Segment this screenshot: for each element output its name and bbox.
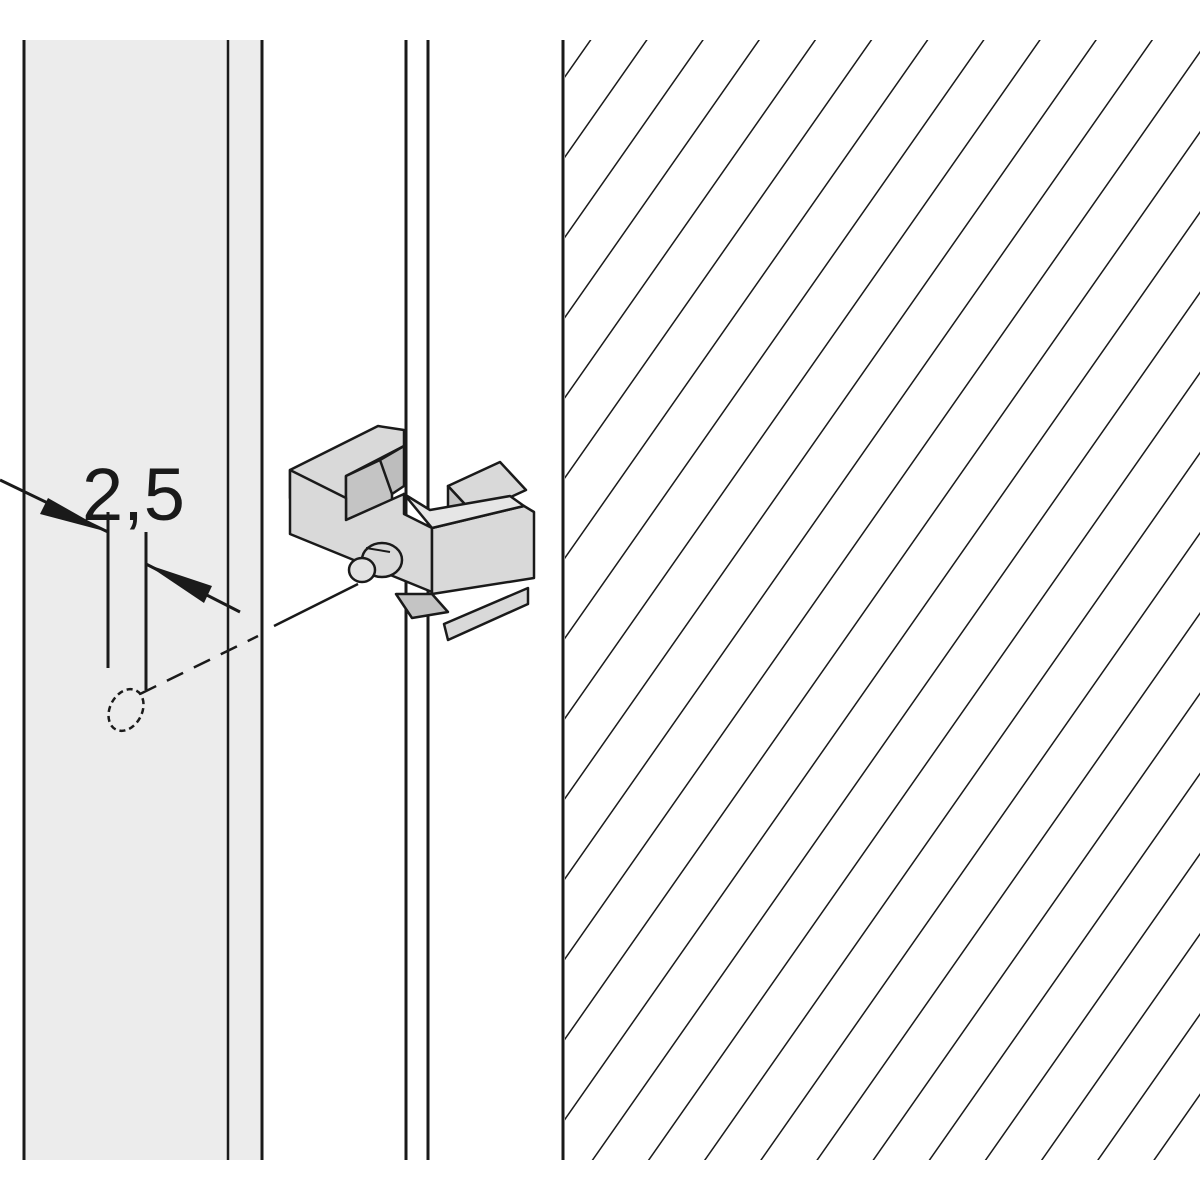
clip-right-top [402,492,526,530]
clip-bracket [288,424,536,642]
dimension-label: 2,5 [82,453,185,536]
clip-wing-bottom [442,586,530,642]
clip-lower-tab [394,592,450,620]
arrowhead-right [146,564,212,603]
clip-stud-edge [365,547,391,553]
wall-section [561,40,1200,1160]
arrowhead-left [40,498,108,532]
rail-face [24,40,262,1160]
clip-stud-tip [347,556,377,584]
hole-marker [107,582,359,733]
mounting-rail [22,40,264,1160]
hole-outline [107,687,145,733]
dimension-2-5: 2,5 [0,453,241,690]
insertion-leader [273,582,359,628]
wall-hatching [565,40,1200,1160]
clip-notch-wall [378,444,406,496]
hidden-leader [139,634,259,696]
